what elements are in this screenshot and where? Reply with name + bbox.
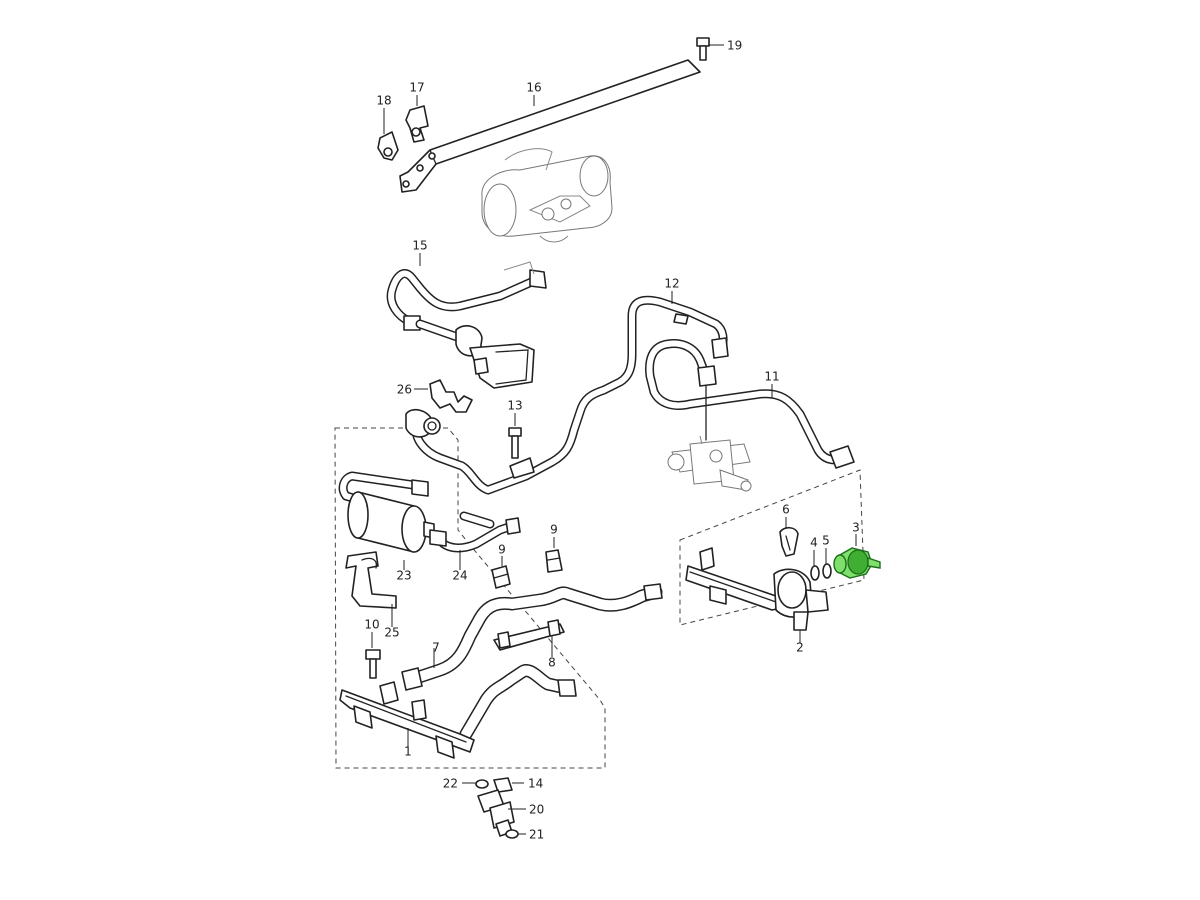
fuel-rail-group-boundary-right bbox=[679, 469, 865, 626]
part-8-line-bracket[interactable] bbox=[493, 619, 565, 651]
callout-labels: 1 2 3 4 5 6 7 8 9 9 10 11 12 13 14 15 16… bbox=[364, 39, 859, 842]
callout-16: 16 bbox=[526, 81, 541, 95]
callout-12: 12 bbox=[664, 277, 679, 291]
part-24-hose[interactable] bbox=[429, 511, 521, 553]
callout-14: 14 bbox=[528, 777, 543, 791]
part-23-fuel-filter[interactable] bbox=[338, 471, 435, 553]
callout-1: 1 bbox=[404, 745, 412, 759]
part-20-fuel-injector[interactable] bbox=[477, 789, 515, 837]
callout-23: 23 bbox=[396, 569, 411, 583]
fuel-distributor-ghost bbox=[667, 435, 752, 492]
callout-22: 22 bbox=[443, 777, 458, 791]
fuel-pump-module-ghost bbox=[481, 148, 613, 243]
callout-25: 25 bbox=[384, 626, 399, 640]
fuel-rail-group-boundary-left bbox=[334, 427, 606, 769]
callout-21: 21 bbox=[529, 828, 544, 842]
part-5-o-ring[interactable] bbox=[822, 563, 832, 579]
callout-19: 19 bbox=[727, 39, 742, 53]
part-26-clamp[interactable] bbox=[429, 379, 473, 413]
callout-24: 24 bbox=[452, 569, 467, 583]
part-9-clip-a[interactable] bbox=[545, 549, 563, 573]
part-4-o-ring[interactable] bbox=[810, 565, 820, 581]
part-13-screw[interactable] bbox=[508, 427, 522, 459]
callout-18: 18 bbox=[376, 94, 391, 108]
callout-17: 17 bbox=[409, 81, 424, 95]
part-16-support-bracket[interactable] bbox=[399, 59, 701, 193]
part-25-filter-bracket[interactable] bbox=[345, 551, 397, 609]
callout-6: 6 bbox=[782, 503, 790, 517]
callout-9b: 9 bbox=[498, 543, 506, 557]
part-21-o-ring[interactable] bbox=[505, 829, 519, 839]
part-17-clip[interactable] bbox=[405, 105, 429, 143]
callout-3: 3 bbox=[852, 521, 860, 535]
leader-lines bbox=[371, 44, 857, 835]
callout-26: 26 bbox=[397, 383, 412, 397]
part-18-clip[interactable] bbox=[377, 131, 399, 161]
part-3-fuel-pressure-regulator[interactable] bbox=[833, 547, 881, 579]
part-19-bolt[interactable] bbox=[696, 37, 710, 61]
part-15-fuel-line[interactable] bbox=[386, 261, 547, 389]
part-10-bolt[interactable] bbox=[365, 649, 381, 679]
part-6-retaining-clip[interactable] bbox=[779, 526, 799, 557]
callout-10: 10 bbox=[364, 618, 379, 632]
callout-2: 2 bbox=[796, 641, 804, 655]
part-11-fuel-line[interactable] bbox=[645, 339, 855, 469]
callout-8: 8 bbox=[548, 656, 556, 670]
part-2-fuel-rail-right[interactable] bbox=[685, 547, 829, 631]
callout-20: 20 bbox=[529, 803, 544, 817]
part-12-fuel-line[interactable] bbox=[405, 295, 729, 495]
callout-4: 4 bbox=[810, 536, 818, 550]
callout-15: 15 bbox=[412, 239, 427, 253]
callout-13: 13 bbox=[507, 399, 522, 413]
part-1-fuel-rail-left[interactable] bbox=[339, 681, 475, 759]
callout-9a: 9 bbox=[550, 523, 558, 537]
part-14-clip[interactable] bbox=[493, 777, 513, 793]
part-7-fuel-line[interactable] bbox=[401, 583, 663, 741]
callout-11: 11 bbox=[764, 370, 779, 384]
part-22-o-ring[interactable] bbox=[475, 779, 489, 789]
callout-5: 5 bbox=[822, 534, 830, 548]
callout-7: 7 bbox=[432, 641, 440, 655]
part-9-clip-b[interactable] bbox=[491, 565, 511, 589]
